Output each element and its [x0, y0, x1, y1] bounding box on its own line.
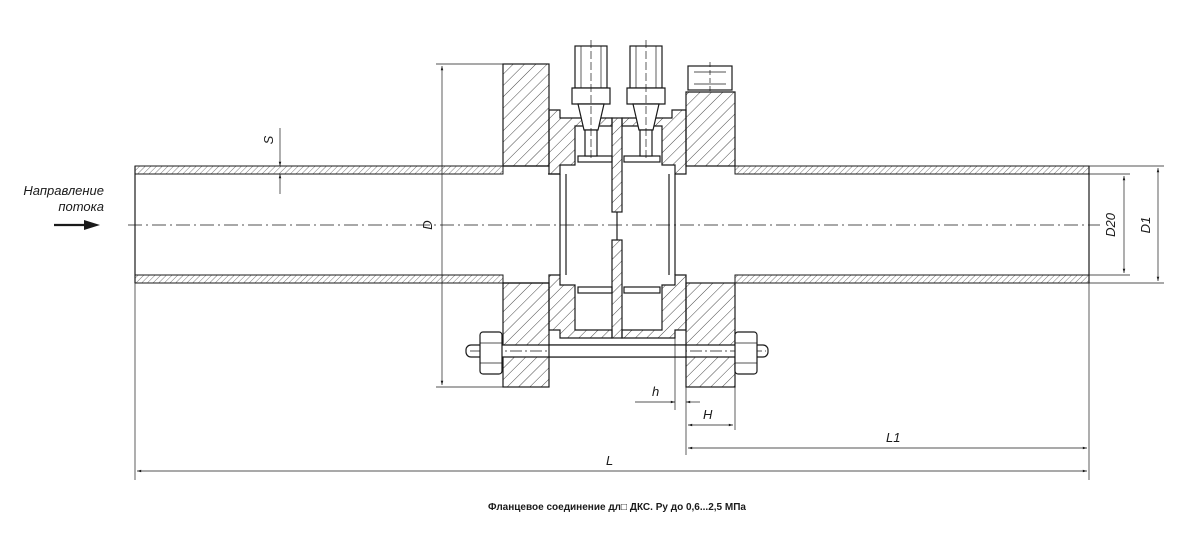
flow-direction-label-line2: потока	[58, 199, 104, 214]
dim-H-label: H	[703, 407, 713, 422]
flow-direction-label-line1: Направление	[23, 183, 104, 198]
dim-h-label: h	[652, 384, 659, 399]
pipe-left-bottom-wall	[134, 274, 504, 284]
figure-caption: Фланцевое соединение дл□ ДКС. Ру до 0,6.…	[488, 502, 746, 513]
left-flange-bottom	[502, 282, 550, 388]
flow-arrow-icon	[54, 220, 100, 230]
left-chamber-ring-top	[548, 109, 613, 175]
dim-D-label: D	[420, 220, 435, 229]
stud-bolt	[465, 331, 769, 375]
gasket-bottom-left	[577, 286, 613, 294]
dim-D1-label: D1	[1138, 217, 1153, 234]
gasket-top-right	[623, 155, 661, 163]
right-chamber-ring-bottom	[621, 274, 687, 339]
dim-L-label: L	[606, 453, 613, 468]
left-flange-top	[502, 63, 550, 167]
gasket-top-left	[577, 155, 613, 163]
dim-S-label: S	[261, 135, 276, 144]
dim-L1-label: L1	[886, 430, 900, 445]
right-flange-top	[685, 91, 736, 167]
right-flange-bottom	[685, 282, 736, 388]
impulse-fitting-left	[571, 40, 611, 158]
pipe-left-top-wall	[134, 165, 504, 175]
orifice-disc-lower	[611, 239, 623, 339]
orifice-disc-upper	[611, 117, 623, 213]
dim-D20-label: D20	[1103, 212, 1118, 237]
left-chamber-ring-bottom	[548, 274, 613, 339]
pipe-right-top-wall	[734, 165, 1090, 175]
impulse-fitting-right	[626, 40, 666, 158]
pipe-right-bottom-wall	[734, 274, 1090, 284]
gasket-bottom-right	[623, 286, 661, 294]
